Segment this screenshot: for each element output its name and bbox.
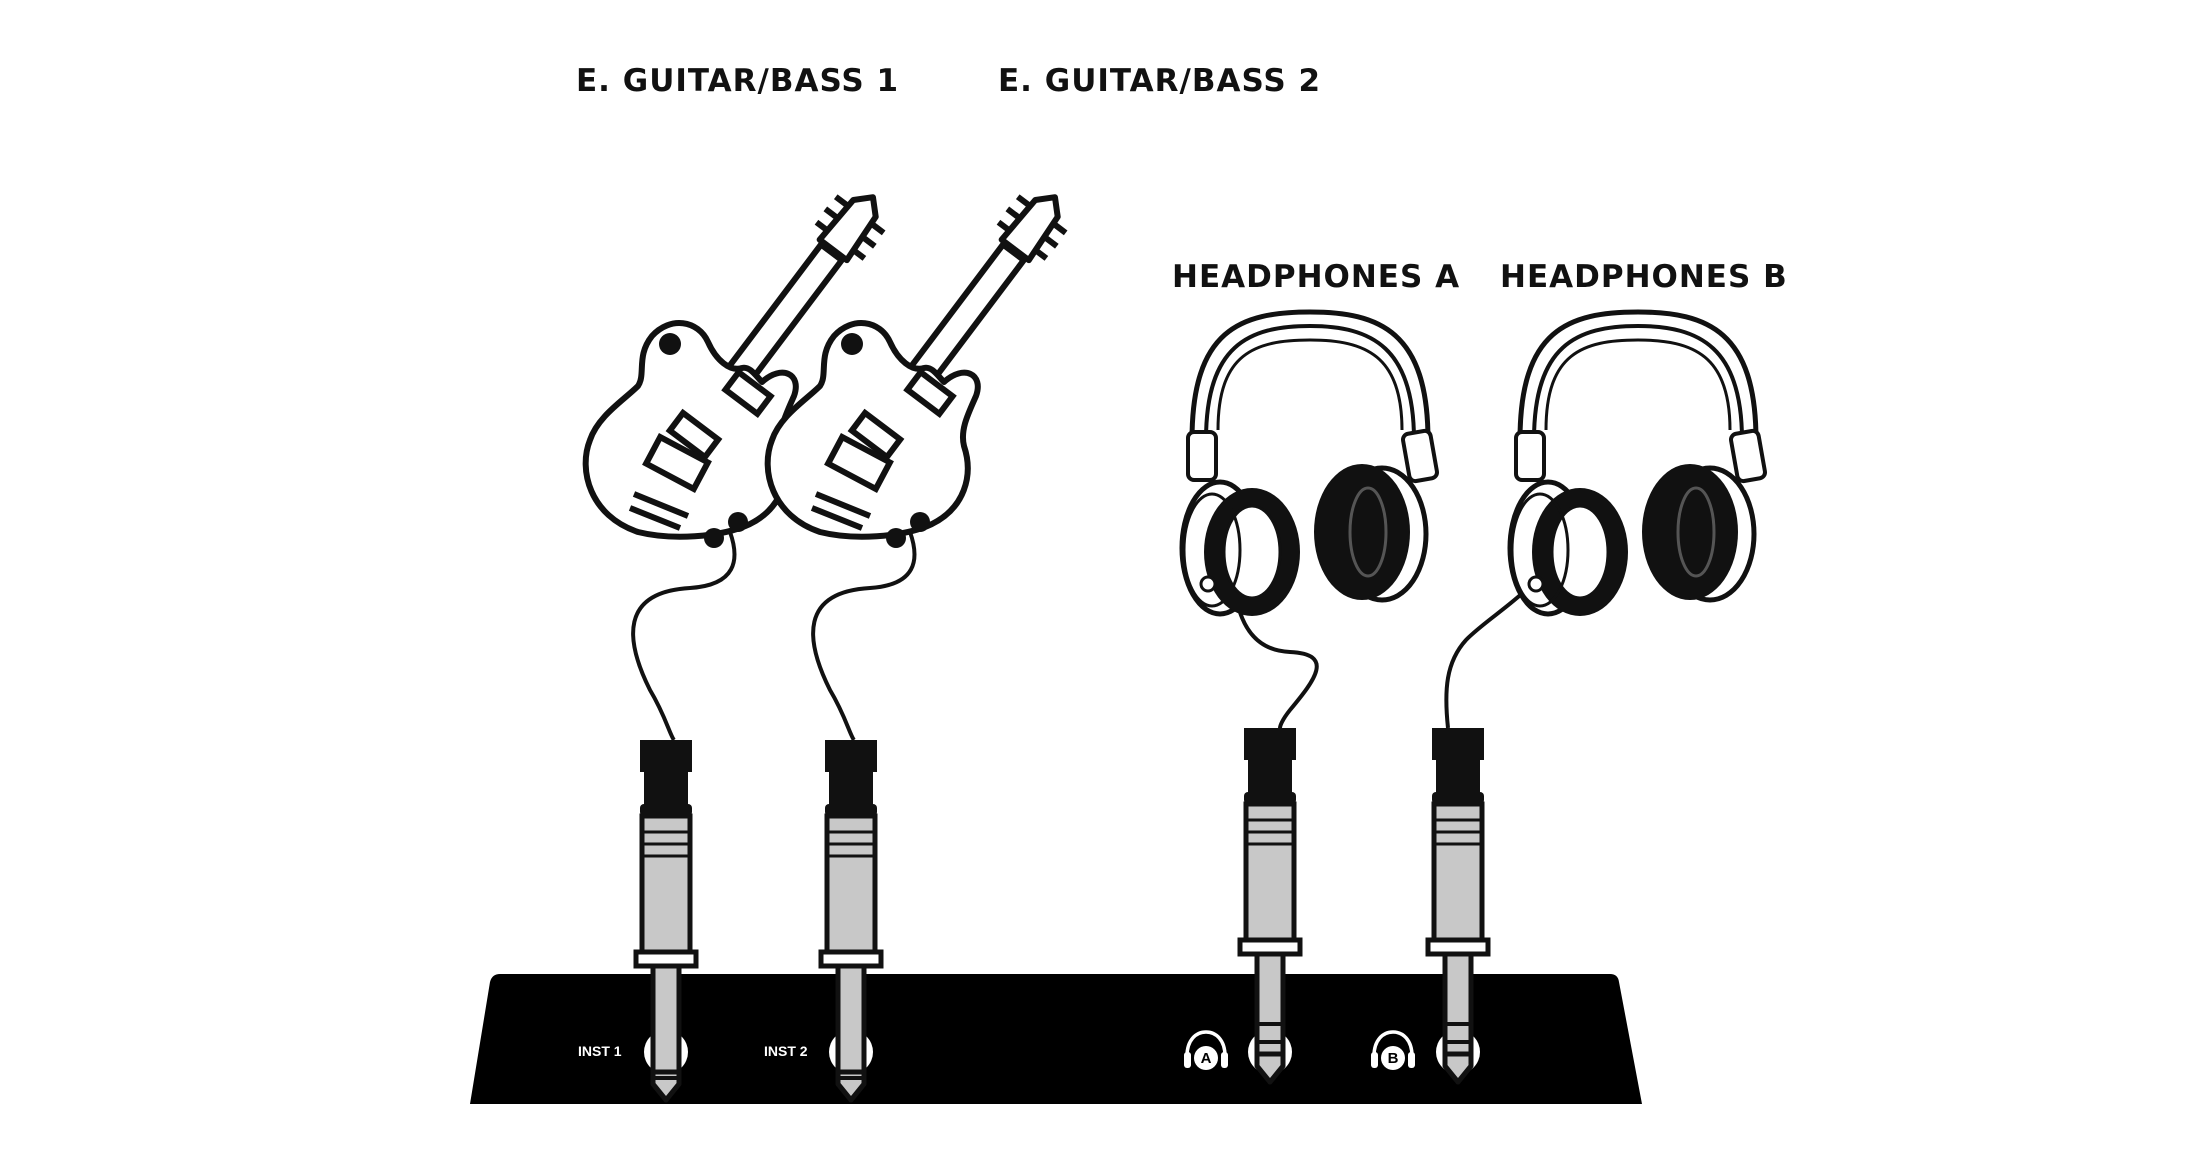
inst-1-label: INST 1 [578, 1043, 622, 1059]
label-headphones-b: HEADPHONES B [1500, 259, 1788, 295]
electric-guitar-icon [768, 179, 1080, 548]
label-headphones-a: HEADPHONES A [1172, 259, 1461, 295]
phones-a-letter: A [1201, 1050, 1212, 1067]
label-guitar-1: E. GUITAR/BASS 1 [576, 63, 900, 99]
label-guitar-2: E. GUITAR/BASS 2 [998, 63, 1322, 99]
phones-b-letter: B [1388, 1050, 1399, 1067]
inst-2-label: INST 2 [764, 1043, 808, 1059]
headphones-icon [1510, 312, 1766, 616]
headphones-icon [1182, 312, 1438, 616]
audio-interface-panel [470, 974, 1642, 1104]
